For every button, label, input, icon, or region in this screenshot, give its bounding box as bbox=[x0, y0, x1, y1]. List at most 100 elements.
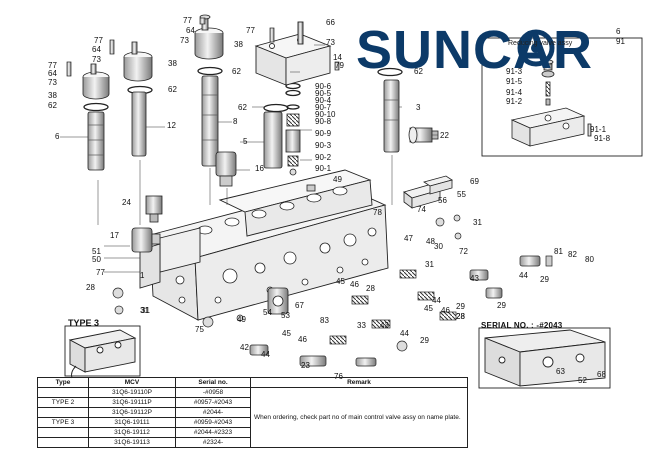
part-label-72: 72 bbox=[459, 247, 468, 256]
part-label-22: 22 bbox=[440, 131, 449, 140]
part-label-44a: 44 bbox=[519, 271, 528, 280]
part-label-73c: 73 bbox=[48, 78, 57, 87]
part-label-908: 90-8 bbox=[315, 117, 332, 126]
part-label-29c: 29 bbox=[456, 302, 465, 311]
table-cell: 31Q6-19111 bbox=[88, 417, 176, 428]
part-label-62b: 62 bbox=[48, 101, 57, 110]
part-label-80: 80 bbox=[585, 255, 594, 264]
part-label-911: 91-1 bbox=[590, 125, 607, 134]
part-label-91: 91 bbox=[616, 37, 625, 46]
part-label-6b: 6 bbox=[616, 27, 621, 36]
part-label-5: 5 bbox=[243, 137, 248, 146]
part-label-74: 74 bbox=[417, 205, 426, 214]
part-label-43a: 43 bbox=[470, 274, 479, 283]
part-label-77b: 77 bbox=[94, 36, 103, 45]
part-label-6: 6 bbox=[55, 132, 60, 141]
part-label-33: 33 bbox=[357, 321, 366, 330]
table-cell: 31Q6-19111P bbox=[88, 397, 176, 408]
part-label-28a: 28 bbox=[86, 283, 95, 292]
table-row: 31Q6-19113 #2324- bbox=[37, 437, 468, 448]
part-label-909: 90-9 bbox=[315, 129, 332, 138]
side-block bbox=[139, 227, 201, 289]
part-label-31d: 31 bbox=[140, 306, 149, 315]
part-label-68: 68 bbox=[597, 370, 606, 379]
part-label-914: 91-4 bbox=[506, 88, 523, 97]
part-label-66: 66 bbox=[326, 18, 335, 27]
part-label-38c: 38 bbox=[48, 91, 57, 100]
suncar-logo: SUNCAR bbox=[356, 20, 592, 80]
part-label-1: 1 bbox=[140, 271, 145, 280]
part-label-77d: 77 bbox=[246, 26, 255, 35]
plugs-and-springs bbox=[112, 214, 553, 367]
reducing-valve-stack bbox=[285, 113, 316, 192]
part-label-3: 3 bbox=[416, 103, 421, 112]
part-label-8: 8 bbox=[233, 117, 238, 126]
part-label-52: 52 bbox=[578, 376, 587, 385]
part-label-912: 91-2 bbox=[506, 97, 523, 106]
part-label-12: 12 bbox=[167, 121, 176, 130]
part-label-49a: 49 bbox=[333, 175, 342, 184]
table-cell: #2044-#2323 bbox=[175, 427, 251, 438]
part-label-29d: 29 bbox=[420, 336, 429, 345]
part-label-31a: 31 bbox=[473, 218, 482, 227]
table-cell: #0957-#2043 bbox=[175, 397, 251, 408]
table-header: Type bbox=[37, 377, 89, 388]
part-label-46b: 46 bbox=[441, 306, 450, 315]
part-label-9010: 90-10 bbox=[315, 110, 336, 119]
part-label-46c: 46 bbox=[298, 335, 307, 344]
table-cell: 31Q6-19110P bbox=[88, 387, 176, 398]
part-label-17: 17 bbox=[110, 231, 119, 240]
part-label-62c: 62 bbox=[232, 67, 241, 76]
part-label-77a: 77 bbox=[183, 16, 192, 25]
part-label-64a: 64 bbox=[186, 26, 195, 35]
part-label-73d: 73 bbox=[326, 38, 335, 47]
part-label-62a: 62 bbox=[168, 85, 177, 94]
part-label-907: 90-7 bbox=[315, 103, 332, 112]
inset-title: Reducing valve assy bbox=[508, 40, 573, 47]
table-header: Remark bbox=[250, 377, 468, 388]
part-label-29a: 29 bbox=[540, 275, 549, 284]
table-cell: 31Q6-19112 bbox=[88, 427, 176, 438]
logo-gear-icon bbox=[517, 29, 555, 67]
part-label-55: 55 bbox=[457, 190, 466, 199]
part-label-905: 90-5 bbox=[315, 89, 332, 98]
part-label-38a: 38 bbox=[234, 40, 243, 49]
part-label-49b: 49 bbox=[237, 315, 246, 324]
part-label-64b: 64 bbox=[92, 45, 101, 54]
part-label-918: 91-8 bbox=[594, 134, 611, 143]
remark-cell: When ordering, check part no of main con… bbox=[250, 387, 468, 448]
part-label-23: 23 bbox=[301, 361, 310, 370]
table-cell: TYPE 2 bbox=[37, 397, 89, 408]
part-label-77e: 77 bbox=[96, 268, 105, 277]
part-label-913: 91-3 bbox=[506, 67, 523, 76]
part-label-73a: 73 bbox=[180, 36, 189, 45]
part-label-903: 90-3 bbox=[315, 141, 332, 150]
table-header-row: Type MCV Serial no. Remark bbox=[37, 377, 468, 388]
part-label-63: 63 bbox=[556, 367, 565, 376]
part-label-16: 16 bbox=[255, 164, 264, 173]
part-label-81: 81 bbox=[554, 247, 563, 256]
cap-assemblies bbox=[82, 14, 224, 100]
spools bbox=[87, 75, 400, 171]
table-cell: -#0958 bbox=[175, 387, 251, 398]
table-cell: #2324- bbox=[175, 437, 251, 448]
part-label-76: 76 bbox=[334, 372, 343, 381]
part-label-78: 78 bbox=[373, 208, 382, 217]
part-label-44d: 44 bbox=[261, 350, 270, 359]
part-label-31c: 31 bbox=[141, 306, 150, 315]
table-cell bbox=[37, 407, 89, 418]
bolts bbox=[66, 17, 340, 77]
table-cell: 31Q6-19113 bbox=[88, 437, 176, 448]
part-label-42: 42 bbox=[240, 343, 249, 352]
cover-block bbox=[254, 21, 332, 86]
part-label-50: 50 bbox=[92, 255, 101, 264]
part-label-51: 51 bbox=[92, 247, 101, 256]
part-label-62d: 62 bbox=[238, 103, 247, 112]
part-label-44b: 44 bbox=[432, 296, 441, 305]
part-label-75: 75 bbox=[195, 325, 204, 334]
part-label-53: 53 bbox=[281, 311, 290, 320]
part-label-77c: 77 bbox=[48, 61, 57, 70]
part-label-69: 69 bbox=[470, 177, 479, 186]
